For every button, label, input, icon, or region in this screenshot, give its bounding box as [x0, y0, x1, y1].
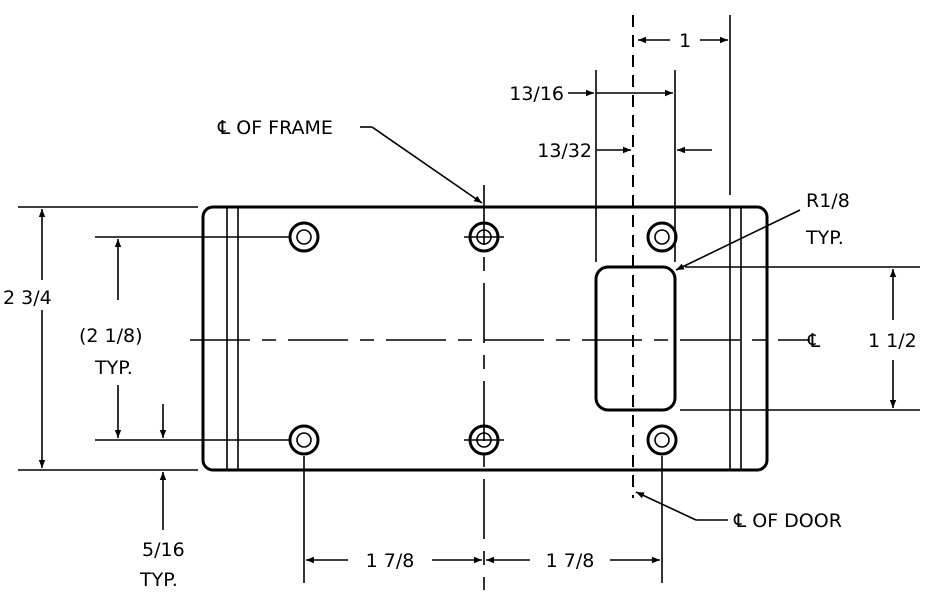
mounting-hole-top-left — [288, 221, 320, 253]
dim-width-1 — [638, 15, 731, 195]
mounting-hole-top-center — [464, 221, 504, 253]
dim-slot-width-label: 13/16 — [509, 83, 564, 105]
edge-distance-label-2: TYP. — [139, 569, 178, 591]
dim-hole-horizontal — [303, 456, 663, 583]
frame-cl-label: ℄ OF FRAME — [217, 117, 333, 139]
door-cl-label: ℄ OF DOOR — [733, 510, 842, 532]
radius-label-1: R1/8 — [806, 190, 850, 212]
hole-span-left-label: 1 7/8 — [366, 550, 415, 572]
mounting-hole-bottom-center — [464, 424, 504, 456]
horizontal-cl-mark: ℄ — [807, 330, 821, 352]
radius-leader — [675, 209, 801, 271]
dim-overall-height — [18, 206, 198, 471]
mounting-hole-bottom-right — [646, 424, 678, 456]
slot-height-label: 1 1/2 — [868, 330, 917, 352]
dim-hole-spacing — [95, 236, 290, 441]
overall-height-label: 2 3/4 — [3, 287, 52, 309]
mounting-hole-top-right — [646, 221, 678, 253]
mounting-hole-bottom-left — [288, 424, 320, 456]
dim-slot-height — [680, 266, 920, 411]
frame-cl-leader — [360, 126, 483, 204]
plate-outline — [201, 205, 769, 472]
strike-slot — [594, 265, 677, 412]
hole-spacing-label-1: (2 1/8) — [79, 325, 143, 347]
radius-label-2: TYP. — [805, 227, 844, 249]
hole-spacing-label-2: TYP. — [94, 357, 133, 379]
dim-slot-width — [568, 70, 676, 262]
door-cl-leader — [635, 491, 728, 521]
dim-width-1-label: 1 — [679, 30, 691, 52]
edge-distance-label-1: 5/16 — [142, 539, 185, 561]
hole-span-right-label: 1 7/8 — [546, 550, 595, 572]
dim-offset-label: 13/32 — [537, 140, 592, 162]
